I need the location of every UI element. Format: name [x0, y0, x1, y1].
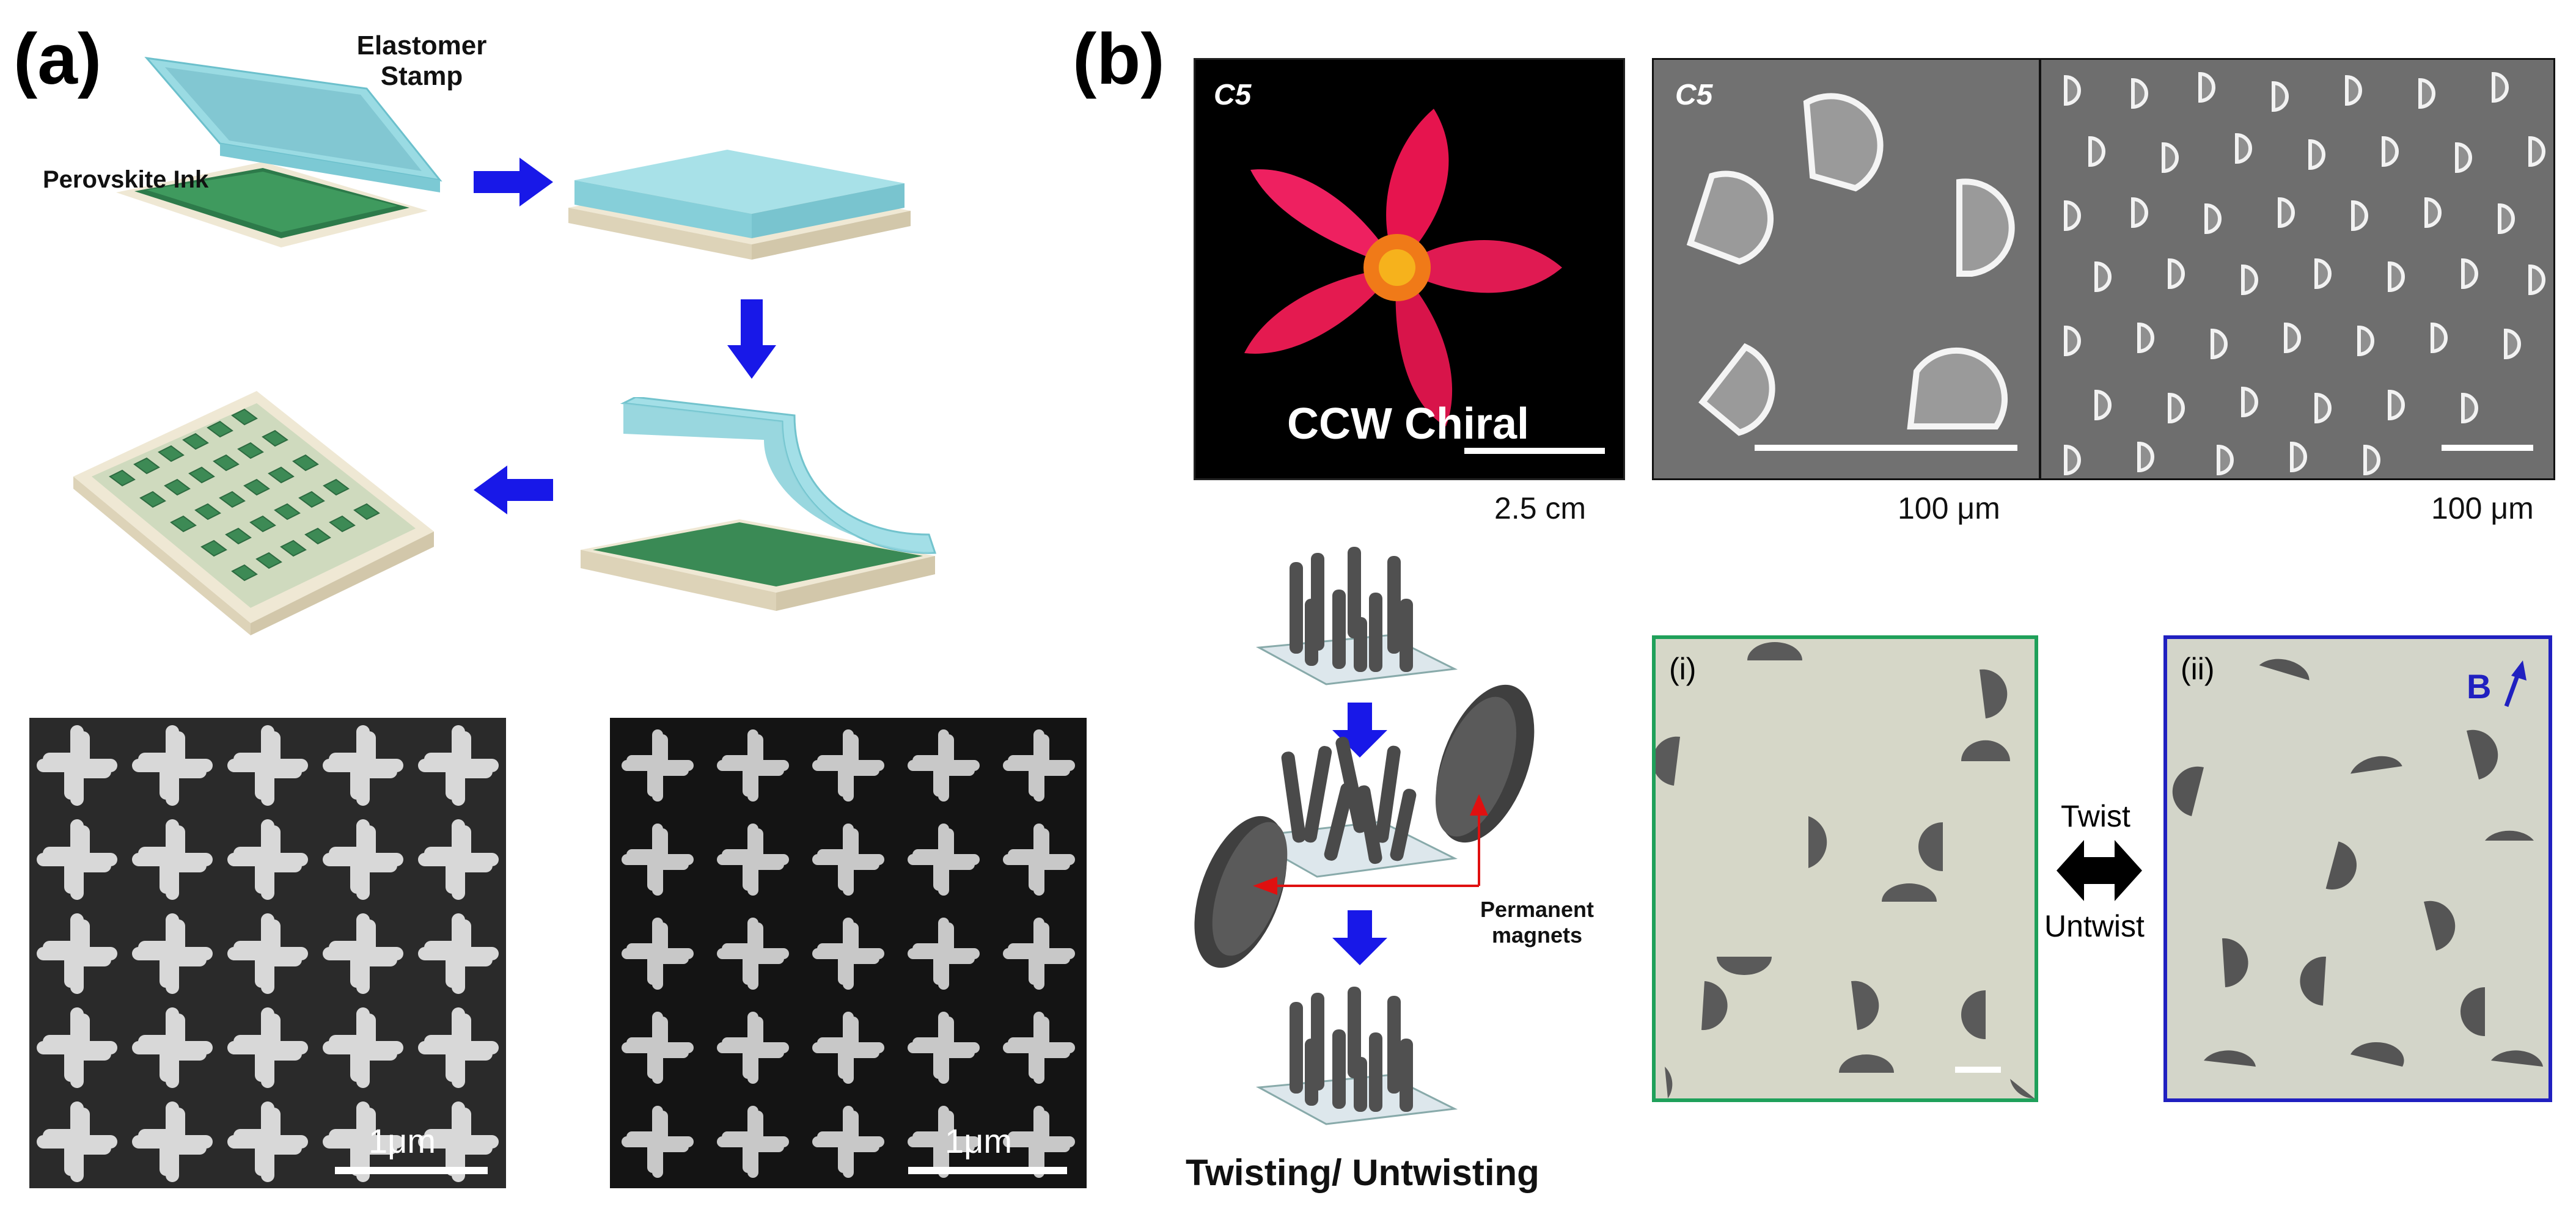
flower-symmetry-tag: C5 — [1214, 79, 1252, 111]
flower-chirality-caption: CCW Chiral — [1287, 400, 1529, 448]
twist-label: Twist — [2061, 799, 2130, 833]
sem-scale-label-right: 1μm — [945, 1122, 1013, 1160]
untwist-label: Untwist — [2044, 909, 2145, 943]
micrograph-ii-tag: (ii) — [2181, 652, 2215, 686]
magnetic-field-label: B — [2467, 667, 2492, 706]
sem-pillars-array — [2041, 60, 2553, 478]
twist-untwist-arrow — [2057, 840, 2142, 901]
sem-pillars-pair: C5 — [1652, 58, 2555, 480]
stamp-peeling-illustration — [581, 397, 937, 611]
flower-photo: C5 CCW Chiral — [1194, 58, 1625, 480]
stamp-pressed-illustration — [568, 150, 911, 260]
micrograph-untwisted: (i) — [1652, 635, 2038, 1102]
sem-scale-label-left: 1μm — [369, 1122, 436, 1160]
sem-divider — [2039, 60, 2041, 478]
micrograph-twisted: (ii) B — [2163, 635, 2552, 1102]
sem-pillars-closeup: C5 — [1654, 60, 2039, 478]
process-arrow-right — [474, 158, 553, 206]
process-arrow-left — [474, 466, 553, 514]
sem-symmetry-tag: C5 — [1675, 79, 1713, 111]
panel-a-letter: (a) — [13, 19, 102, 100]
magnets-label: Permanent magnets — [1480, 897, 1594, 948]
printed-pattern-illustration — [73, 391, 434, 635]
panel-b-letter: (b) — [1073, 19, 1165, 100]
sem-image-pattern-right: 1μm — [610, 718, 1087, 1188]
ink-label: Perovskite Ink — [43, 166, 209, 193]
stamp-label: Elastomer Stamp — [356, 31, 487, 91]
flower-scale-label: 2.5 cm — [1494, 491, 1587, 525]
sem-image-pattern-left: 1μm — [29, 718, 506, 1188]
sem-scale-label-closeup: 100 μm — [1898, 491, 2000, 525]
sem-scale-label-array: 100 μm — [2431, 491, 2534, 525]
twisting-schematic — [1194, 547, 1535, 1125]
twisting-caption: Twisting/ Untwisting — [1186, 1152, 1539, 1193]
stamp-lifted-illustration — [116, 56, 442, 247]
flower-scale-bar — [1464, 448, 1605, 454]
micrograph-i-tag: (i) — [1669, 652, 1697, 686]
process-arrow-down — [727, 299, 776, 379]
